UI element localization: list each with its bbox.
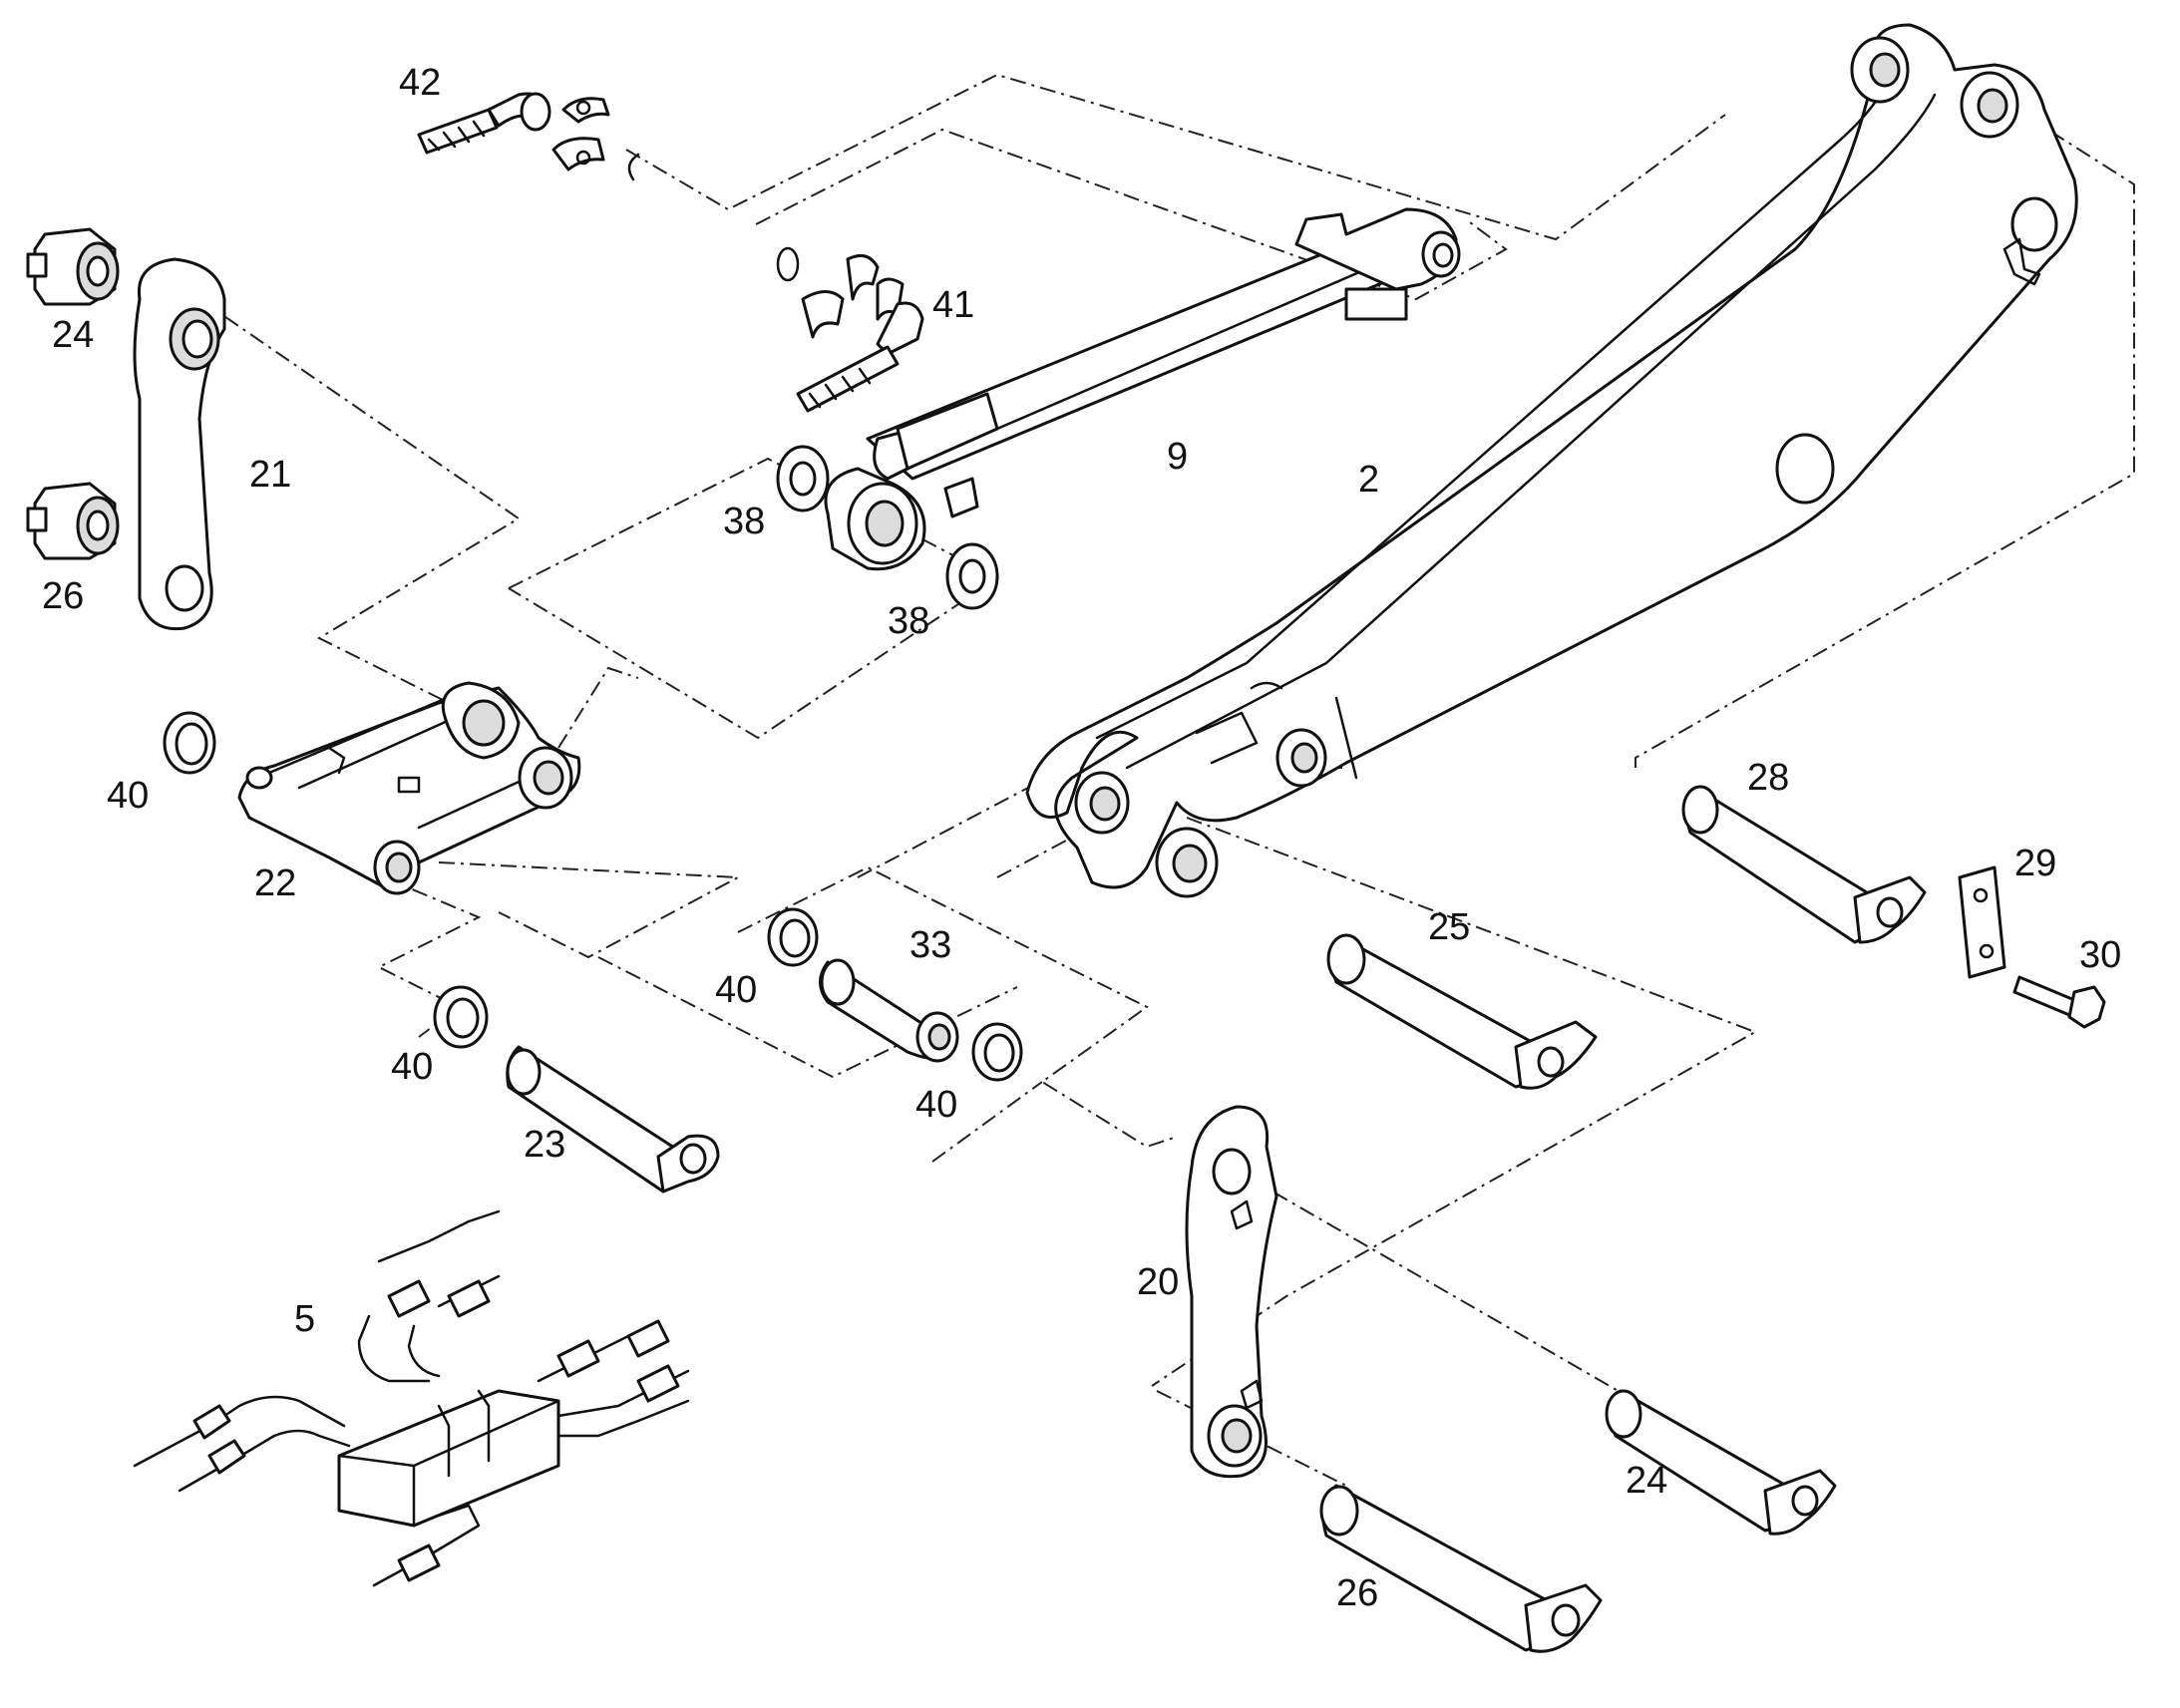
callout-20: 20	[1137, 1261, 1179, 1303]
hose-assembly-42	[417, 92, 640, 181]
callout-28: 28	[1747, 757, 1789, 799]
callout-25: 25	[1428, 906, 1470, 948]
pin-23	[506, 1045, 720, 1194]
hydraulic-cylinder-9	[824, 207, 1461, 571]
callout-38-upper: 38	[723, 501, 765, 542]
ring-40-a	[163, 711, 216, 775]
callout-40-d: 40	[915, 1084, 957, 1126]
pin-28	[1681, 785, 1927, 944]
callout-24-top: 24	[52, 314, 94, 356]
callout-40-c: 40	[391, 1046, 433, 1088]
pin-25	[1326, 933, 1598, 1090]
bushing-33	[819, 958, 959, 1063]
callout-41: 41	[932, 284, 974, 326]
callout-38-lower: 38	[888, 600, 929, 642]
ring-40-d	[971, 1022, 1023, 1082]
callout-9: 9	[1167, 436, 1188, 478]
callout-21: 21	[249, 454, 291, 496]
callout-22: 22	[254, 862, 296, 904]
callout-26-bottom: 26	[1336, 1572, 1378, 1614]
callout-24-bottom: 24	[1626, 1460, 1667, 1502]
callout-5: 5	[294, 1298, 315, 1340]
callout-26-top: 26	[42, 575, 84, 617]
plate-29	[1958, 865, 2006, 979]
valve-block-5	[133, 1209, 690, 1587]
callout-40-b: 40	[715, 969, 757, 1011]
ring-40-b	[767, 907, 819, 967]
callout-29: 29	[2014, 843, 2056, 884]
washer-38-upper	[776, 445, 830, 512]
callout-42: 42	[399, 62, 441, 104]
ring-40-c	[433, 985, 489, 1049]
callout-40-a: 40	[107, 775, 149, 817]
linkage-22	[237, 681, 581, 895]
pin-26-bottom	[1319, 1484, 1603, 1653]
bolt-30	[2012, 975, 2106, 1029]
callout-33: 33	[909, 924, 951, 966]
callout-labels: 42 41 24 21 26 9 2 38 38 40 22 28 29 30 …	[42, 62, 2121, 1614]
callout-2: 2	[1358, 459, 1379, 501]
boom-2	[1025, 23, 2078, 898]
nut-26-top	[26, 482, 120, 560]
pin-24-bottom	[1605, 1389, 1837, 1536]
callout-30: 30	[2079, 934, 2121, 976]
link-arm-20	[1185, 1105, 1278, 1479]
link-arm-21	[133, 257, 226, 631]
nut-24-top	[26, 227, 120, 306]
hose-assembly-41	[776, 246, 924, 413]
washer-38-lower	[945, 542, 999, 610]
callout-23: 23	[524, 1124, 565, 1166]
